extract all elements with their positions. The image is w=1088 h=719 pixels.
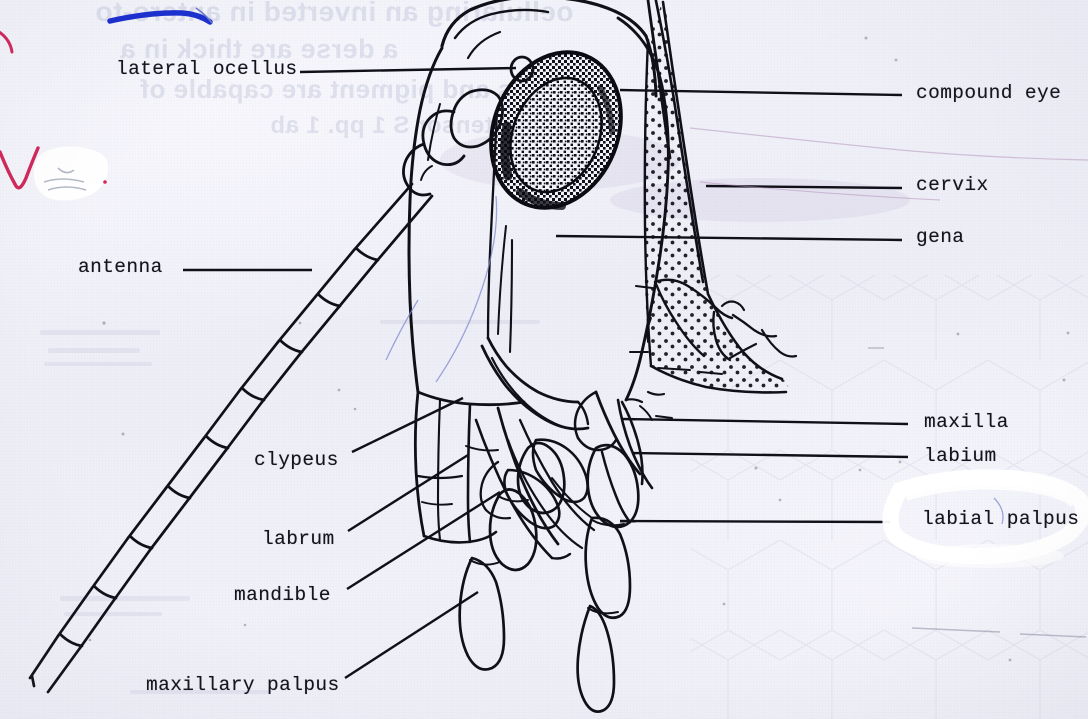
red-check-mark [0,146,40,190]
label-compound-eye: compound eye [916,82,1062,104]
leader-mandible [346,490,501,591]
leader-labial-palpus [619,519,891,524]
label-maxillary-palpus: maxillary palpus [146,674,340,696]
label-maxilla: maxilla [924,411,1009,433]
label-gena: gena [916,226,965,248]
red-curve-top-left [0,30,14,54]
label-mandible: mandible [234,584,331,606]
blue-pen-mark [107,10,213,25]
leader-maxilla [621,417,909,426]
leader-compound-eye [619,88,903,97]
label-antenna: antenna [78,256,163,278]
label-labrum: labrum [262,528,335,550]
leader-labrum [347,453,469,533]
label-cervix: cervix [916,174,989,196]
leader-maxillary-palpus [344,590,479,680]
label-lateral-ocellus: lateral ocellus [116,58,298,80]
leader-labium [631,451,909,459]
leader-lateral-ocellus [299,66,517,74]
label-labial-palpus: labial palpus [922,508,1080,530]
label-clypeus: clypeus [254,449,339,471]
label-labium: labium [924,445,997,467]
leader-cervix [705,184,903,190]
leader-gena [555,234,903,242]
leader-clypeus [351,396,464,454]
